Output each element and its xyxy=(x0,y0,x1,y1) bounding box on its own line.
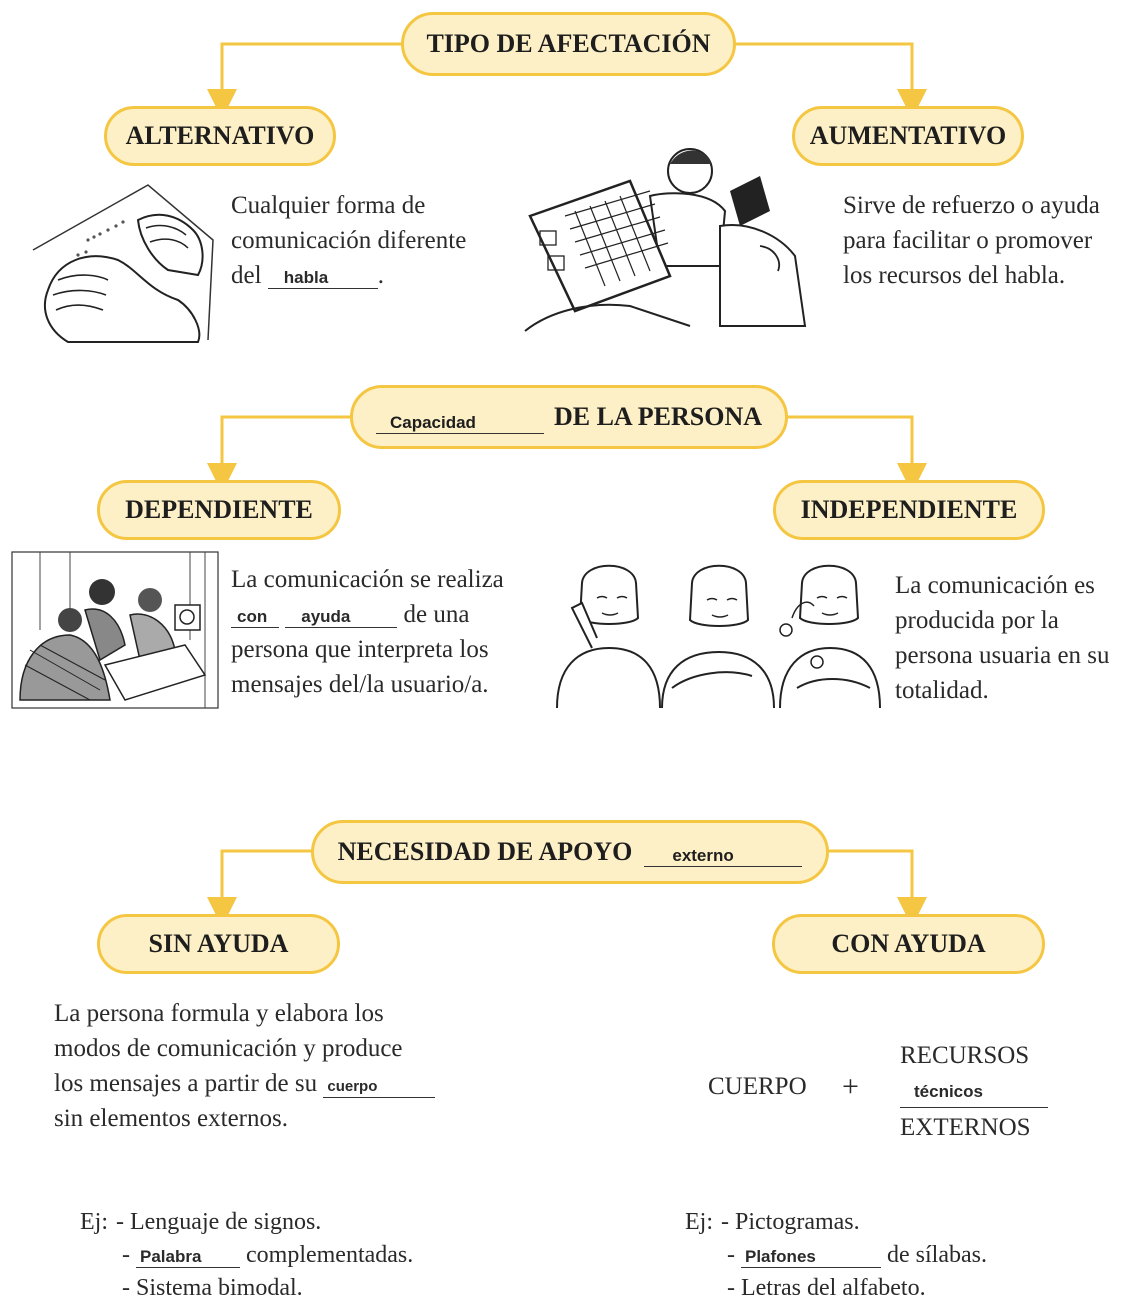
title-text: TIPO DE AFECTACIÓN xyxy=(426,29,711,58)
connector-line xyxy=(207,415,352,493)
label-text: CON AYUDA xyxy=(831,929,986,958)
alternativo-label: ALTERNATIVO xyxy=(104,106,336,166)
label-text: ALTERNATIVO xyxy=(125,121,315,150)
example-item: - Letras del alfabeto. xyxy=(727,1275,926,1301)
example-dash: - xyxy=(122,1242,130,1268)
sin-ayuda-examples: Ej: - Lenguaje de signos. - Palabra comp… xyxy=(80,1206,500,1305)
title-text: DE LA PERSONA xyxy=(553,402,763,431)
formula-cuerpo: CUERPO xyxy=(708,1073,807,1100)
label-text: SIN AYUDA xyxy=(148,929,289,958)
label-text: INDEPENDIENTE xyxy=(800,495,1018,524)
connector-line xyxy=(828,849,927,927)
braille-hands-illustration xyxy=(32,184,214,343)
text-line: totalidad. xyxy=(895,677,989,704)
example-row: - Letras del alfabeto. xyxy=(685,1272,1105,1305)
tipo-afectacion-title: TIPO DE AFECTACIÓN xyxy=(401,12,736,76)
fill-blank-cuerpo: cuerpo xyxy=(323,1077,436,1098)
dependiente-description: La comunicación se realiza con ayuda de … xyxy=(231,562,531,702)
text-fragment: los mensajes a partir de su xyxy=(54,1070,318,1097)
connector-line xyxy=(207,42,402,119)
example-item: - Sistema bimodal. xyxy=(122,1275,303,1301)
text-line: del habla. xyxy=(231,258,511,293)
fill-blank-ayuda: ayuda xyxy=(285,607,398,628)
capacidad-persona-title: Capacidad DE LA PERSONA xyxy=(350,385,788,449)
text-line: con ayuda de una xyxy=(231,597,531,632)
label-text: AUMENTATIVO xyxy=(809,121,1007,150)
text-line: producida por la xyxy=(895,607,1059,634)
example-row: - Plafones de sílabas. xyxy=(685,1239,1105,1272)
example-item: - Lenguaje de signos. xyxy=(116,1209,322,1235)
example-row: Ej: - Pictogramas. xyxy=(685,1206,1105,1239)
connector-line xyxy=(787,415,927,493)
example-row: - Sistema bimodal. xyxy=(80,1272,500,1305)
necesidad-apoyo-title: NECESIDAD DE APOYO externo xyxy=(311,820,829,884)
fill-blank-externo: externo xyxy=(644,846,803,867)
sign-language-illustration xyxy=(556,564,881,708)
sin-ayuda-label: SIN AYUDA xyxy=(97,914,340,974)
fill-blank-tecnicos: técnicos xyxy=(900,1082,1048,1108)
aumentativo-label: AUMENTATIVO xyxy=(792,106,1024,166)
text-line: comunicación diferente xyxy=(231,227,467,254)
example-dash: - xyxy=(727,1242,735,1268)
connector-line xyxy=(207,849,312,927)
fill-blank-capacidad: Capacidad xyxy=(375,413,544,434)
text-fragment: del xyxy=(231,262,262,289)
formula-recursos: RECURSOS xyxy=(900,1042,1030,1069)
example-row: - Palabra complementadas. xyxy=(80,1239,500,1272)
text-line: La comunicación se realiza xyxy=(231,566,504,593)
independiente-description: La comunicación es producida por la pers… xyxy=(895,568,1131,708)
text-line: mensajes del/la usuario/a. xyxy=(231,671,489,698)
text-line: La persona formula y elabora los xyxy=(54,1000,384,1027)
text-line: persona que interpreta los xyxy=(231,636,489,663)
alternativo-description: Cualquier forma de comunicación diferent… xyxy=(231,188,511,293)
text-line: Cualquier forma de xyxy=(231,192,426,219)
formula-externos: EXTERNOS xyxy=(900,1114,1031,1141)
sin-ayuda-description: La persona formula y elabora los modos d… xyxy=(54,996,494,1136)
classroom-illustration xyxy=(11,551,219,709)
text-line: los mensajes a partir de su cuerpo xyxy=(54,1066,494,1101)
dependiente-label: DEPENDIENTE xyxy=(97,480,341,540)
text-line: sin elementos externos. xyxy=(54,1105,288,1132)
independiente-label: INDEPENDIENTE xyxy=(773,480,1045,540)
example-row: Ej: - Lenguaje de signos. xyxy=(80,1206,500,1239)
example-prefix: Ej: xyxy=(685,1209,713,1235)
example-item: complementadas. xyxy=(246,1242,414,1268)
con-ayuda-label: CON AYUDA xyxy=(772,914,1045,974)
example-item: - Pictogramas. xyxy=(721,1209,860,1235)
text-fragment: de una xyxy=(403,601,470,628)
fill-blank-palabra: Palabra xyxy=(136,1247,240,1268)
resource-formula: CUERPO + RECURSOS técnicos EXTERNOS xyxy=(708,1040,1058,1150)
text-line: persona usuaria en su xyxy=(895,642,1110,669)
connector-line xyxy=(735,42,927,119)
text-line: Sirve de refuerzo o ayuda xyxy=(843,192,1100,219)
label-text: DEPENDIENTE xyxy=(125,495,313,524)
text-fragment: . xyxy=(377,262,385,289)
title-text: NECESIDAD DE APOYO xyxy=(337,837,633,866)
example-prefix: Ej: xyxy=(80,1209,108,1235)
text-line: La comunicación es xyxy=(895,572,1095,599)
communication-board-illustration xyxy=(524,148,807,332)
fill-blank-plafones: Plafones xyxy=(741,1247,881,1268)
aumentativo-description: Sirve de refuerzo o ayuda para facilitar… xyxy=(843,188,1131,293)
fill-blank-habla: habla xyxy=(267,268,378,289)
formula-plus: + xyxy=(842,1070,859,1103)
fill-blank-con: con xyxy=(231,607,279,628)
con-ayuda-examples: Ej: - Pictogramas. - Plafones de sílabas… xyxy=(685,1206,1105,1305)
text-line: para facilitar o promover xyxy=(843,227,1093,254)
example-item: de sílabas. xyxy=(887,1242,987,1268)
text-line: los recursos del habla. xyxy=(843,262,1066,289)
text-line: modos de comunicación y produce xyxy=(54,1035,403,1062)
